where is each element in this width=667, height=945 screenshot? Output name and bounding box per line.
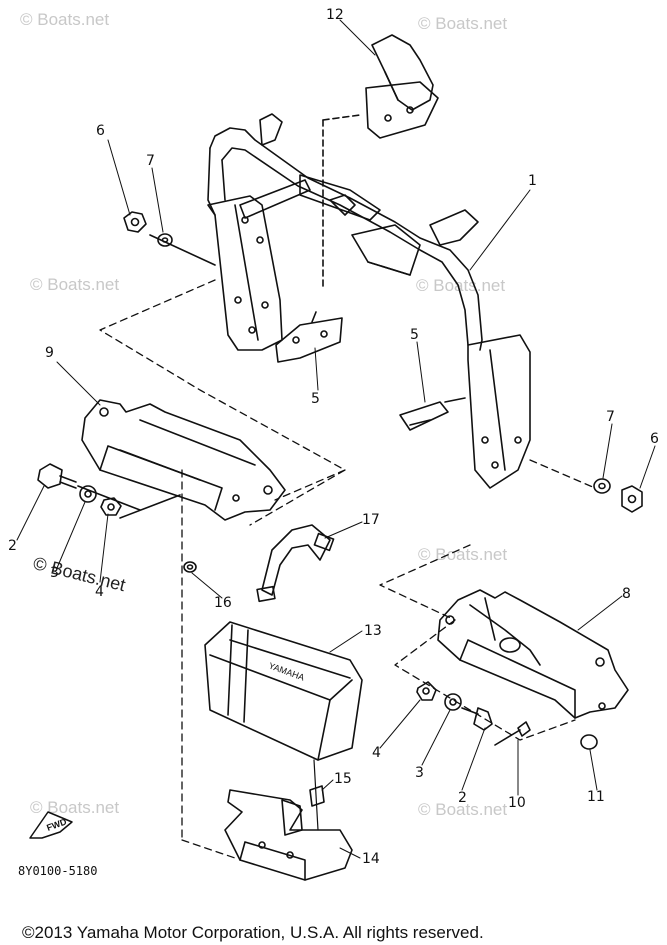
plate-5-left bbox=[275, 311, 343, 363]
bolt-15 bbox=[309, 759, 325, 831]
watermark: © Boats.net bbox=[418, 545, 508, 564]
watermark: © Boats.net bbox=[416, 276, 506, 295]
callout-5: 5 bbox=[410, 327, 419, 343]
watermark: © Boats.net bbox=[30, 798, 120, 817]
bolt-2-right bbox=[461, 707, 493, 731]
callout-8: 8 bbox=[622, 586, 631, 602]
callout-10: 10 bbox=[508, 795, 526, 811]
watermark: © Boats.net bbox=[20, 10, 110, 29]
callout-3: 3 bbox=[415, 765, 424, 781]
screw-10 bbox=[494, 721, 531, 746]
callout-17: 17 bbox=[362, 512, 380, 528]
callout-4: 4 bbox=[372, 745, 381, 761]
nut-4-right bbox=[416, 681, 437, 701]
callout-7: 7 bbox=[606, 409, 615, 425]
fwd-label: FWD bbox=[45, 816, 68, 833]
battery-13 bbox=[204, 621, 363, 761]
callout-12: 12 bbox=[326, 7, 344, 23]
callout-6: 6 bbox=[96, 123, 105, 139]
fwd-arrow-icon bbox=[29, 811, 73, 839]
callout-11: 11 bbox=[587, 789, 605, 805]
bracket-12 bbox=[365, 34, 439, 139]
callout-3: 3 bbox=[50, 565, 59, 581]
bracket-9 bbox=[81, 399, 286, 521]
callout-2: 2 bbox=[8, 538, 17, 554]
frame-1 bbox=[207, 113, 531, 489]
plate-5-right bbox=[399, 397, 466, 431]
nut-6-left bbox=[123, 211, 147, 233]
watermark: © Boats.net bbox=[418, 14, 508, 33]
washer-3-left bbox=[79, 485, 97, 503]
grommet-16 bbox=[183, 561, 197, 573]
callout-1: 1 bbox=[528, 173, 537, 189]
watermark: © Boats.net bbox=[30, 275, 120, 294]
part-code: 8Y0100-5180 bbox=[18, 864, 98, 878]
tray-14 bbox=[224, 789, 353, 881]
callout-9: 9 bbox=[45, 345, 54, 361]
bracket-8 bbox=[437, 589, 629, 719]
nut-4-left bbox=[100, 497, 122, 516]
callout-5: 5 bbox=[311, 391, 320, 407]
callout-2: 2 bbox=[458, 790, 467, 806]
nut-6-right bbox=[621, 485, 643, 513]
watermark: © Boats.net bbox=[418, 800, 508, 819]
callout-15: 15 bbox=[334, 771, 352, 787]
callout-14: 14 bbox=[362, 851, 380, 867]
callout-4: 4 bbox=[95, 584, 104, 600]
washer-7-right bbox=[593, 478, 611, 494]
bolt-2-left bbox=[37, 463, 77, 489]
callout-16: 16 bbox=[214, 595, 232, 611]
callout-7: 7 bbox=[146, 153, 155, 169]
strap-17 bbox=[256, 524, 335, 603]
callout-13: 13 bbox=[364, 623, 382, 639]
copyright-notice: ©2013 Yamaha Motor Corporation, U.S.A. A… bbox=[22, 923, 484, 942]
clip-11 bbox=[580, 734, 598, 750]
callout-6: 6 bbox=[650, 431, 659, 447]
washer-3-right bbox=[444, 693, 462, 711]
